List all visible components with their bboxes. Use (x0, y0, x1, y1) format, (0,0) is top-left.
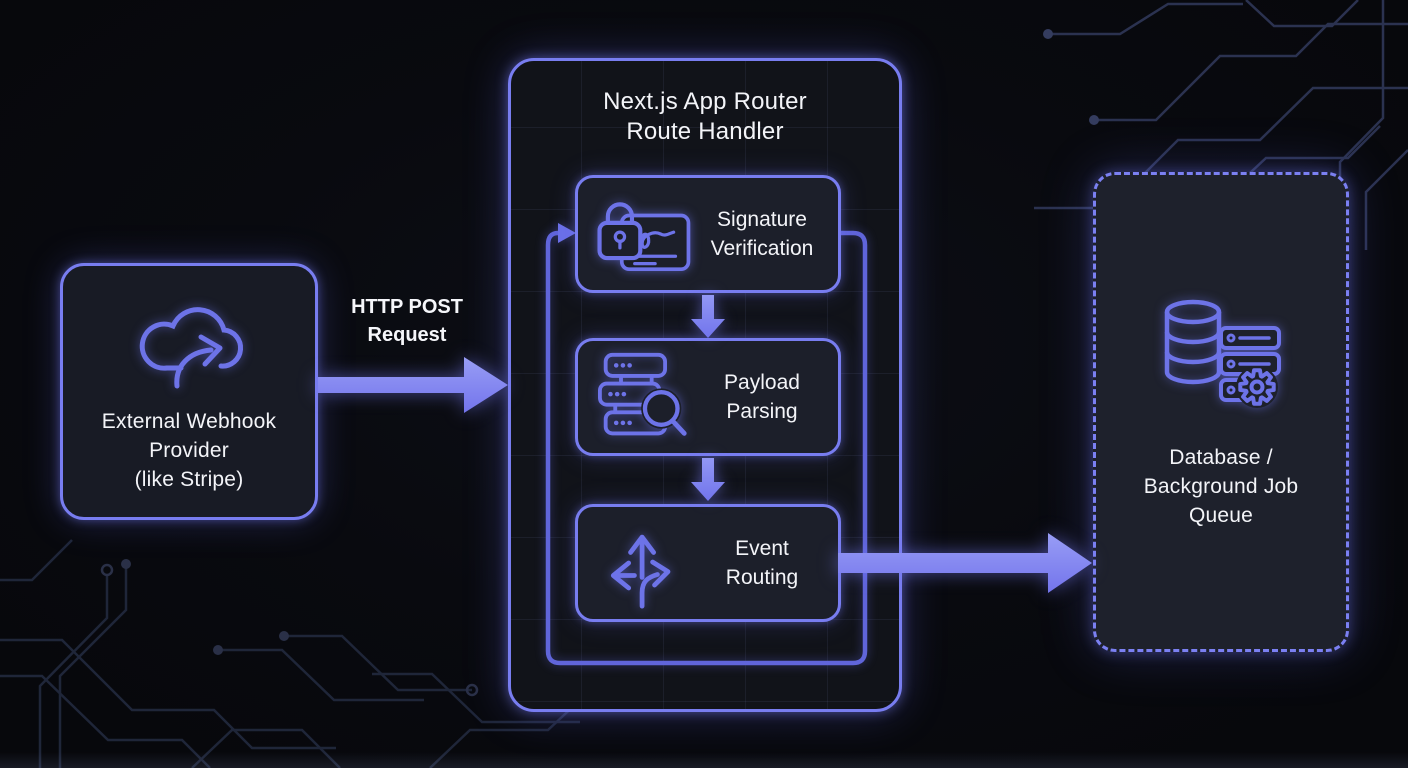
step-label: Event Routing (725, 537, 799, 589)
bottom-light-band (0, 752, 1408, 768)
database-label: Database / Background Job Queue (1143, 446, 1299, 527)
node-route-handler: Next.js App Router Route Handler (508, 58, 902, 712)
event-to-database-arrow (838, 533, 1092, 593)
database-gear-icon (1159, 294, 1283, 417)
down-arrow-1 (691, 295, 725, 338)
node-external-webhook-provider: External Webhook Provider (like Stripe) (60, 263, 318, 520)
branch-arrows-icon (592, 516, 696, 610)
lock-signature-icon (592, 191, 696, 277)
step-payload-parsing: Payload Parsing (575, 338, 841, 456)
provider-label: External Webhook Provider (like Stripe) (101, 409, 277, 491)
circuit-traces-bottom-left (0, 539, 580, 768)
step-label: Signature Verification (710, 208, 814, 260)
server-search-icon (592, 351, 696, 443)
handler-flow-loop (545, 223, 868, 666)
step-event-routing: Event Routing (575, 504, 841, 622)
http-post-label: HTTP POST Request (351, 296, 463, 346)
router-title: Next.js App Router Route Handler (603, 88, 807, 145)
step-label: Payload Parsing (724, 371, 800, 423)
cloud-share-icon (131, 290, 247, 395)
down-arrow-2 (691, 458, 725, 501)
node-database-job-queue: Database / Background Job Queue (1093, 172, 1349, 652)
step-signature-verification: Signature Verification (575, 175, 841, 293)
http-post-arrow (318, 357, 508, 413)
